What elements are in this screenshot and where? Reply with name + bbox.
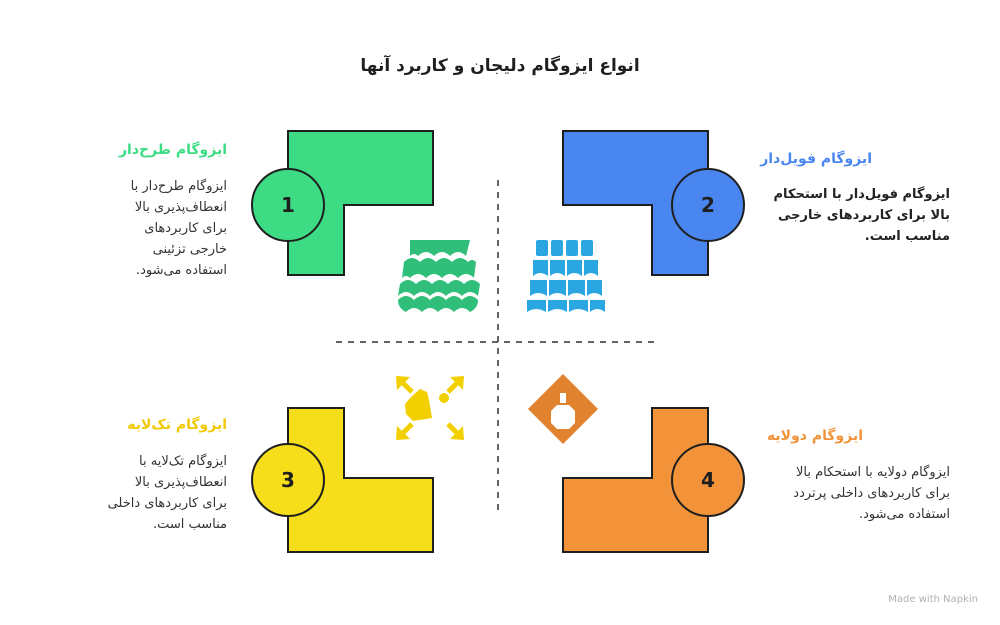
diamond-octagon-icon: [528, 374, 598, 444]
quadrant-3-number: 3: [281, 468, 295, 492]
quadrant-1-heading: ایزوگام طرح‌دار: [118, 142, 227, 158]
quadrant-1-text: ایزوگام طرح‌دار با انعطاف‌پذیری بالا برا…: [130, 179, 227, 278]
watermark: Made with Napkin: [888, 594, 978, 605]
quadrant-2-badge: [671, 168, 745, 242]
quadrant-4-heading: ایزوگام دولایه: [766, 428, 863, 444]
quadrant-3-badge: [251, 443, 325, 517]
quadrant-2-text: ایزوگام فویل‌دار با استحکام بالا برای کا…: [773, 187, 950, 244]
quadrant-2-shape: [562, 130, 709, 276]
expand-arrows-icon: [396, 376, 464, 440]
quadrant-2-number: 2: [701, 193, 715, 217]
quadrant-3-heading: ایزوگام تک‌لایه: [127, 417, 227, 433]
quadrant-1-shape: [287, 130, 434, 276]
quadrant-1-badge: [251, 168, 325, 242]
quadrant-2-heading: ایزوگام فویل‌دار: [760, 151, 872, 167]
quadrant-3-text: ایزوگام تک‌لایه با انعطاف‌پذیری بالا برا…: [107, 454, 227, 532]
diagram-title: انواع ایزوگام دلیجان و کاربرد آنها: [360, 56, 640, 76]
quadrant-4-text: ایزوگام دولایه با استحکام بالا برای کارب…: [793, 465, 950, 522]
quadrant-1-number: 1: [281, 193, 295, 217]
scale-pattern-icon: [398, 240, 480, 312]
quadrant-3-shape: [287, 407, 434, 553]
quadrant-4-badge: [671, 443, 745, 517]
tiles-icon: [527, 240, 605, 312]
quadrant-4-shape: [562, 407, 709, 553]
quadrant-4-number: 4: [701, 468, 715, 492]
